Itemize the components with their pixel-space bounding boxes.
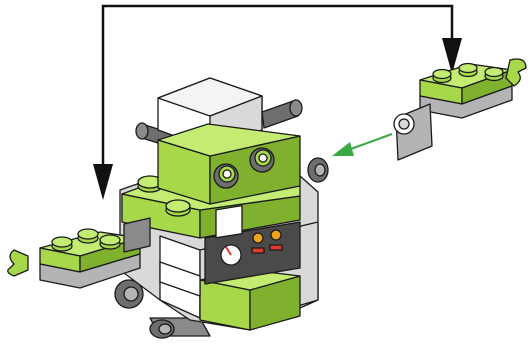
arrow-head-right: [442, 38, 462, 74]
attach-arrow: [332, 133, 393, 156]
eye-right: [249, 147, 275, 173]
robot-body: [114, 77, 329, 339]
arrow-head-left: [93, 164, 113, 200]
lower-wheels: [114, 279, 211, 339]
claw-left: [7, 249, 29, 277]
left-arm-assembly: [7, 217, 151, 289]
head: [135, 77, 303, 205]
bracket-arrow: [93, 4, 462, 200]
eye-left: [213, 163, 239, 189]
right-arm-subassembly: [393, 58, 527, 161]
claw-right: [505, 58, 527, 87]
shoulder-socket-right: [307, 157, 329, 183]
control-panel: [204, 205, 301, 285]
